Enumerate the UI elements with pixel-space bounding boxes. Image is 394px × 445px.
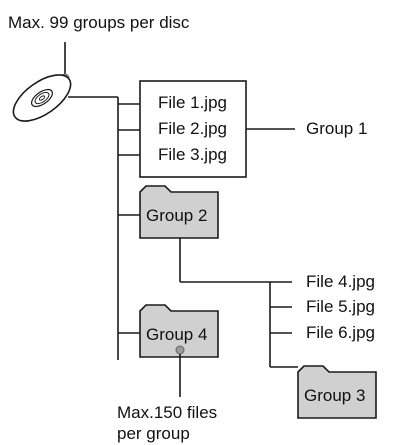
group4-label: Group 4 [146, 325, 208, 344]
top-note: Max. 99 groups per disc [8, 13, 190, 32]
group1-file3-label: File 3.jpg [158, 145, 227, 164]
group3-file4-label: File 4.jpg [306, 272, 375, 291]
group3-file5-label: File 5.jpg [306, 297, 375, 316]
disc-icon [12, 74, 72, 122]
group3-folder-icon [297, 365, 377, 419]
group1-file1-label: File 1.jpg [158, 93, 227, 112]
group2-label: Group 2 [146, 206, 208, 225]
group3-file6-label: File 6.jpg [306, 323, 375, 342]
group2-folder-icon [139, 185, 219, 239]
bottom-note-line1: Max.150 files [117, 403, 218, 422]
group3-label: Group 3 [304, 386, 366, 405]
group1-file2-label: File 2.jpg [158, 119, 227, 138]
bottom-note-leader-dot [175, 345, 185, 355]
bottom-note-line2: per group [117, 424, 190, 443]
group4-folder-icon [139, 304, 219, 358]
group1-label: Group 1 [306, 119, 368, 138]
